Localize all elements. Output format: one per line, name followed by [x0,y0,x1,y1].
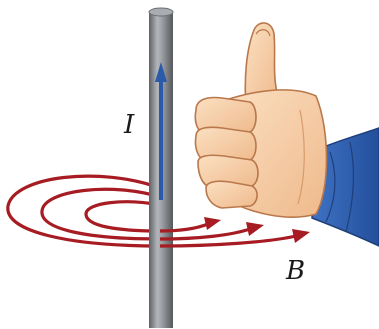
thumbs-up-hand [195,23,379,246]
magnetic-field-label: B [286,258,305,284]
current-label: I [124,112,134,138]
magnetic-field-loops-front [160,224,296,246]
curled-fingers [195,98,258,209]
magnetic-field-loops-back [8,176,160,246]
field-arrowheads [204,217,310,243]
